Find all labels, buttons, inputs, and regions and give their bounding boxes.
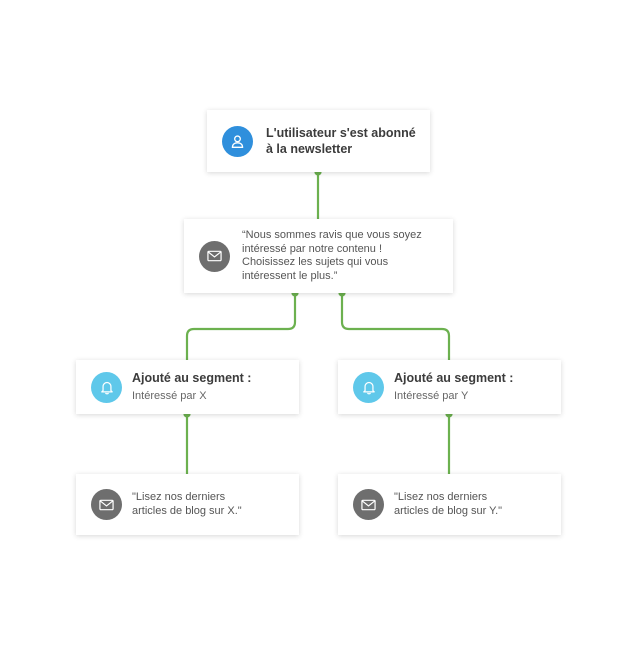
envelope-icon bbox=[353, 489, 384, 520]
connector-message-to-segment-x bbox=[185, 291, 297, 362]
segment-card-x[interactable]: Ajouté au segment : Intéressé par X bbox=[76, 360, 299, 414]
welcome-message-text: “Nous sommes ravis que vous soyez intére… bbox=[242, 229, 422, 282]
bell-icon bbox=[91, 371, 122, 403]
segment-y-subtitle: Intéressé par Y bbox=[394, 390, 469, 402]
bell-icon bbox=[353, 371, 384, 403]
connector-message-to-segment-y bbox=[340, 291, 451, 362]
trigger-card[interactable]: L'utilisateur s'est abonné à la newslett… bbox=[207, 110, 430, 172]
segment-card-y[interactable]: Ajouté au segment : Intéressé par Y bbox=[338, 360, 561, 414]
envelope-icon bbox=[199, 240, 230, 272]
envelope-icon bbox=[91, 489, 122, 520]
message-card-y[interactable]: "Lisez nos derniers articles de blog sur… bbox=[338, 474, 561, 535]
segment-x-subtitle: Intéressé par X bbox=[132, 390, 207, 402]
welcome-message-card[interactable]: “Nous sommes ravis que vous soyez intére… bbox=[184, 219, 453, 293]
message-card-x[interactable]: "Lisez nos derniers articles de blog sur… bbox=[76, 474, 299, 535]
user-icon bbox=[222, 125, 253, 157]
segment-y-title: Ajouté au segment : bbox=[394, 371, 514, 385]
trigger-title: L'utilisateur s'est abonné à la newslett… bbox=[266, 126, 416, 156]
message-x-text: "Lisez nos derniers articles de blog sur… bbox=[132, 491, 242, 517]
segment-x-title: Ajouté au segment : bbox=[132, 371, 252, 385]
message-y-text: "Lisez nos derniers articles de blog sur… bbox=[394, 491, 503, 517]
